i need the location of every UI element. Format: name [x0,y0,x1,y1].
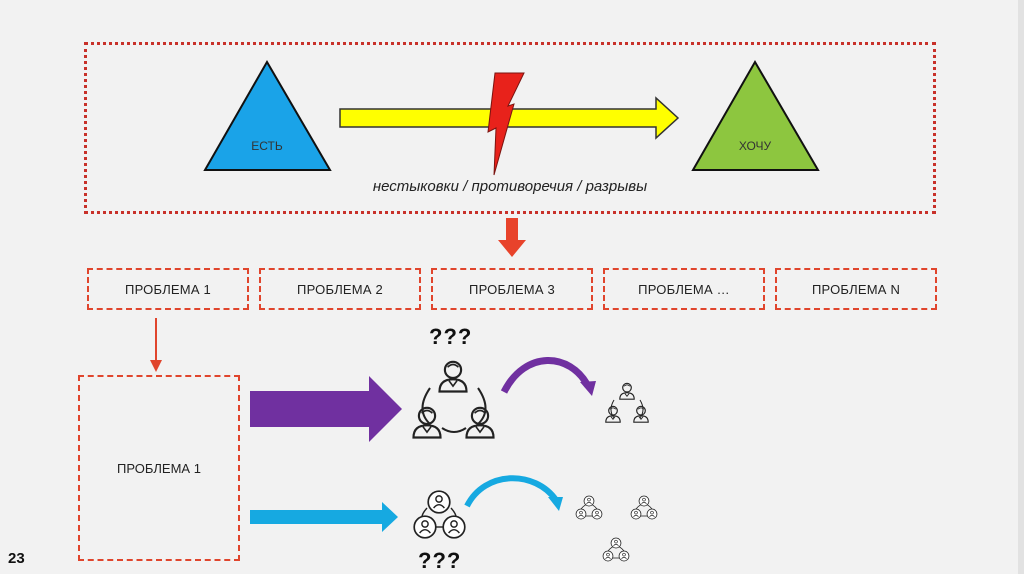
problem-box-1: ПРОБЛЕМА 1 [87,268,249,310]
small-down-arrow-icon [150,360,162,372]
problem-box-n: ПРОБЛЕМА N [775,268,937,310]
problem-box-3: ПРОБЛЕМА 3 [431,268,593,310]
curved-purple-arrow-icon [500,357,592,394]
problem-box-2: ПРОБЛЕМА 2 [259,268,421,310]
problem-box-ellipsis: ПРОБЛЕМА … [603,268,765,310]
network-icon-small-3 [603,538,629,561]
current-state-label: ЕСТЬ [251,139,283,153]
cyan-arrow-icon [250,502,398,532]
network-icon-small-1 [576,496,602,519]
slide-edge [1018,0,1024,574]
purple-arrow-icon [250,376,402,442]
network-icon-small-2 [631,496,657,519]
down-arrow-icon [498,218,526,257]
lower-question-marks: ??? [418,548,462,573]
lightning-icon [487,72,525,176]
current-vs-desired-frame [84,42,936,214]
gap-caption: нестыковки / противоречия / разрывы [372,178,648,195]
network-icon-large [413,490,466,539]
problem-detail-box: ПРОБЛЕМА 1 [78,375,240,561]
team-icon-large [412,360,495,439]
team-icon-small [605,382,649,423]
desired-state-label: ХОЧУ [738,139,772,153]
desired-state-triangle [691,60,820,171]
upper-question-marks: ??? [429,324,473,349]
curved-cyan-arrow-icon [464,475,559,508]
page-number: 23 [8,550,25,567]
current-state-triangle [203,60,332,171]
